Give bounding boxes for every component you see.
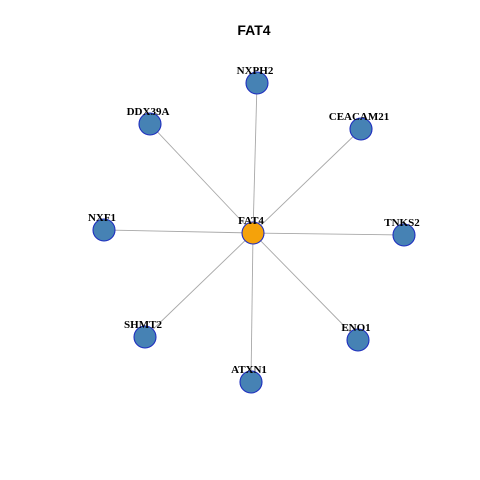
edge-fat4-atxn1 — [250, 232, 254, 383]
node-nxph2[interactable] — [245, 71, 269, 95]
node-shmt2[interactable] — [133, 325, 157, 349]
node-fat4[interactable] — [241, 221, 265, 245]
edges-layer — [103, 82, 405, 383]
edge-fat4-eno1 — [252, 232, 359, 341]
node-atxn1[interactable] — [239, 370, 263, 394]
edge-fat4-ceacam21 — [252, 128, 362, 234]
node-tnks2[interactable] — [392, 223, 416, 247]
node-label-ddx39a: DDX39A — [127, 106, 170, 118]
node-label-ceacam21: CEACAM21 — [329, 111, 390, 123]
node-label-atxn1: ATXN1 — [231, 364, 267, 376]
node-label-shmt2: SHMT2 — [124, 319, 162, 331]
node-label-nxph2: NXPH2 — [237, 65, 274, 77]
nodes-layer — [92, 71, 416, 394]
node-ceacam21[interactable] — [349, 117, 373, 141]
node-label-tnks2: TNKS2 — [384, 217, 420, 229]
node-ddx39a[interactable] — [138, 112, 162, 136]
edge-fat4-nxf1 — [103, 229, 254, 234]
graph-title: FAT4 — [237, 22, 270, 38]
edge-fat4-tnks2 — [252, 232, 405, 236]
edge-fat4-ddx39a — [149, 123, 254, 234]
node-label-nxf1: NXF1 — [88, 212, 116, 224]
node-label-fat4: FAT4 — [238, 215, 264, 227]
node-eno1[interactable] — [346, 328, 370, 352]
node-label-eno1: ENO1 — [341, 322, 370, 334]
edge-fat4-shmt2 — [144, 232, 254, 338]
edge-fat4-nxph2 — [252, 82, 258, 234]
node-nxf1[interactable] — [92, 218, 116, 242]
